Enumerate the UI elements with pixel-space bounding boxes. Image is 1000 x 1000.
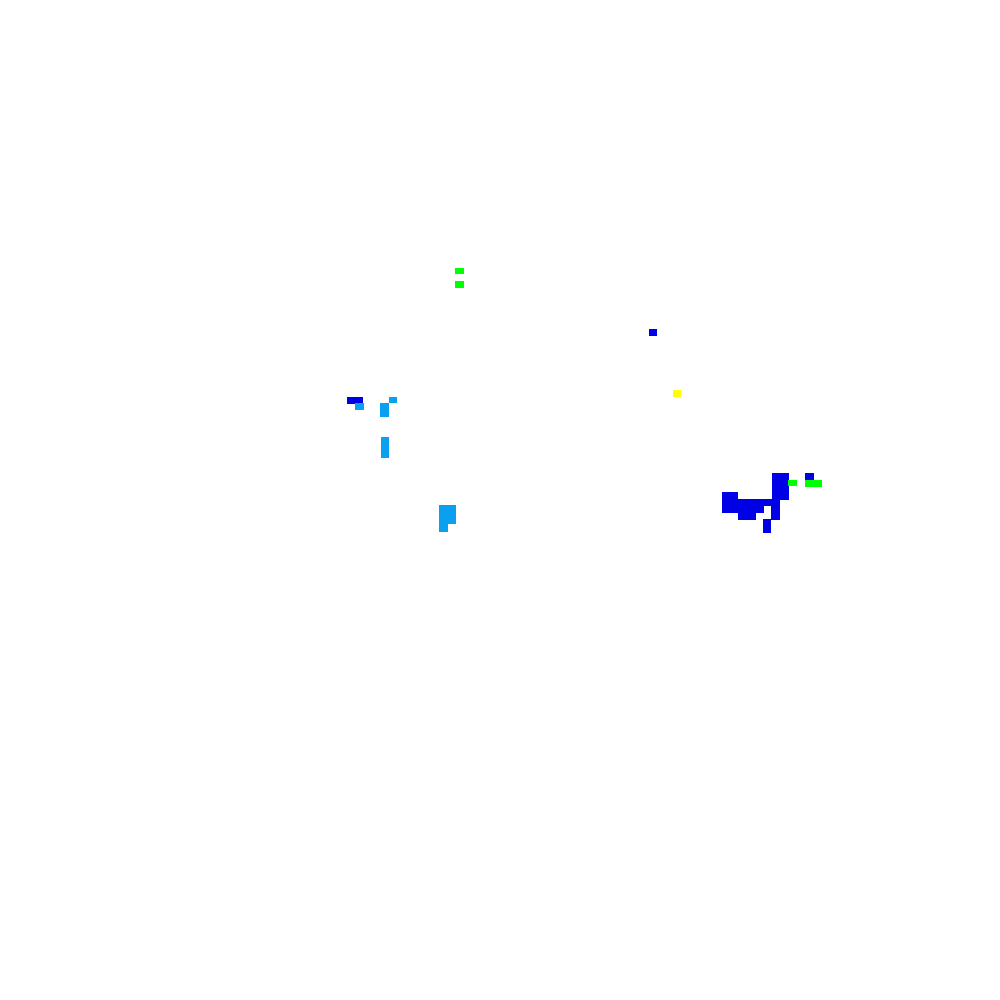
right-blue-cluster-pixel-4 — [764, 499, 780, 506]
green-marks-top-pixel-0 — [455, 268, 464, 274]
light-blue-block-pixel-0 — [439, 505, 456, 524]
light-blue-column-pixel-0 — [381, 437, 389, 458]
blue-dot-upper-right — [649, 329, 657, 336]
blue-dot-upper-right-pixel-0 — [649, 329, 657, 336]
right-blue-cluster-pixel-5 — [738, 512, 756, 520]
right-blue-cluster-pixel-8 — [788, 480, 797, 486]
left-mixed-cluster-pixel-1 — [355, 403, 364, 410]
light-blue-column — [381, 437, 389, 458]
left-mixed-cluster-pixel-2 — [389, 397, 397, 403]
right-blue-cluster-pixel-3 — [738, 499, 764, 513]
left-mixed-cluster — [347, 397, 397, 417]
left-mixed-cluster-pixel-3 — [380, 403, 389, 417]
right-blue-cluster-pixel-7 — [763, 519, 771, 533]
right-blue-cluster-pixel-0 — [772, 473, 789, 500]
right-blue-cluster-pixel-9 — [805, 480, 822, 487]
right-blue-cluster-pixel-1 — [805, 473, 814, 481]
green-marks-top — [455, 268, 464, 288]
left-mixed-cluster-pixel-0 — [347, 397, 363, 404]
right-blue-cluster-pixel-2 — [722, 492, 738, 513]
green-marks-top-pixel-1 — [455, 281, 464, 288]
yellow-dot-pixel-0 — [673, 390, 681, 397]
light-blue-block — [439, 505, 456, 532]
yellow-dot — [673, 390, 681, 397]
light-blue-block-pixel-1 — [439, 524, 448, 532]
right-blue-cluster-pixel-6 — [771, 506, 780, 520]
right-blue-cluster — [722, 473, 822, 533]
